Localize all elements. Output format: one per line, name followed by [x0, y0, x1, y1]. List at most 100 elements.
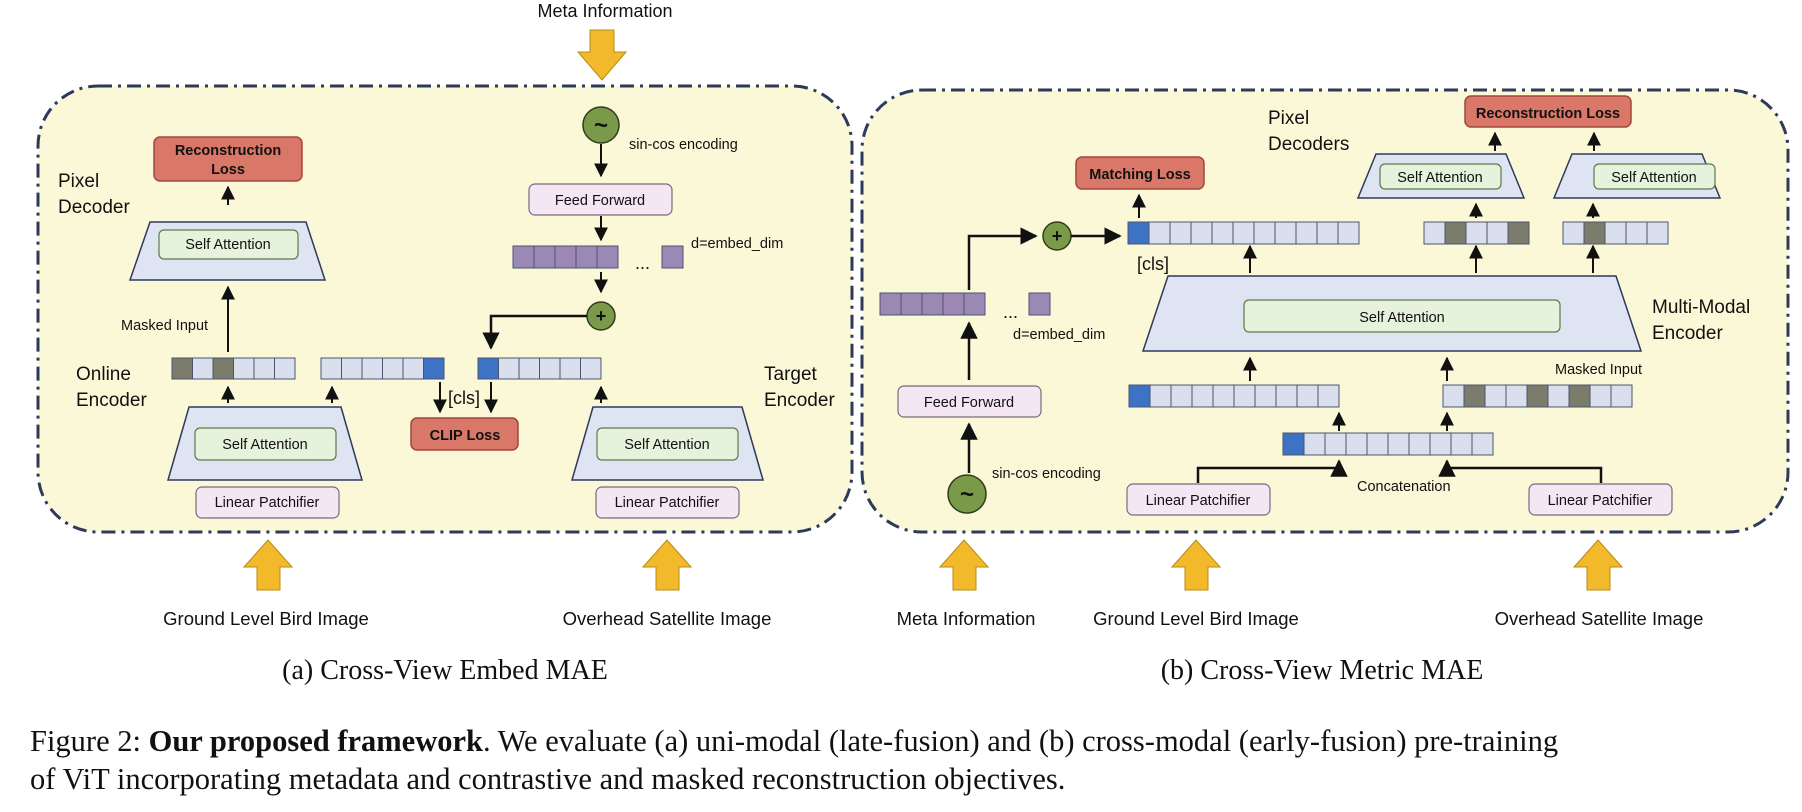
panel-b-masked-input-label: Masked Input [1555, 362, 1642, 378]
panel-b-overhead-masked-token [1463, 384, 1486, 408]
panel-a-online-output-token [382, 357, 404, 380]
panel-a-pixel-decoder-line2: Decoder [58, 197, 130, 218]
panel-b-concat-token [1303, 432, 1326, 456]
panel-b-decoder1-input-token [1423, 221, 1446, 245]
panel-b-ground-tokens-token [1317, 384, 1340, 408]
panel-b-overhead-masked-token [1547, 384, 1570, 408]
figure-caption-bold: Our proposed framework [148, 724, 483, 758]
panel-b-matching-token [1232, 221, 1255, 245]
panel-a-online-masked-token [212, 357, 234, 380]
panel-a-target-output-token [580, 357, 602, 380]
panel-a-d-embed-dim-label: d=embed_dim [691, 236, 783, 252]
figure-caption-rest: . We evaluate (a) uni-modal (late-fusion… [482, 724, 1559, 758]
panel-a-online-linear-patchifier-box [195, 486, 340, 519]
panel-b-matching-token [1295, 221, 1318, 245]
panel-a-ground-up-arrow-icon [242, 539, 294, 591]
panel-a-overhead-image-label: Overhead Satellite Image [563, 608, 772, 629]
panel-a-online-encoder-line1: Online [76, 364, 131, 385]
panel-a-online-masked-token [192, 357, 214, 380]
panel-b-matching-token [1316, 221, 1339, 245]
panel-a-online-masked-token [274, 357, 296, 380]
panel-b-concat-token [1429, 432, 1452, 456]
panel-b-overhead-image-label: Overhead Satellite Image [1495, 608, 1704, 629]
panel-a-target-output-token [559, 357, 581, 380]
panel-b-tilde-glyph: ~ [960, 481, 974, 508]
panel-b-matching-token [1127, 221, 1150, 245]
panel-b-concat-token [1324, 432, 1347, 456]
panel-a-embed-token [596, 245, 619, 269]
panel-b-embed-token [963, 292, 986, 316]
panel-a-reconstruction-loss-box [153, 136, 303, 182]
panel-b-matching-token [1211, 221, 1234, 245]
panel-b-ground-tokens-token [1128, 384, 1151, 408]
panel-b-decoder2-input-token [1583, 221, 1606, 245]
panel-b-feed-forward-box [897, 385, 1042, 418]
panel-a-tilde-glyph: ~ [594, 112, 608, 139]
panel-b-decoder1-self-attention-box [1379, 163, 1502, 190]
panel-b-ground-tokens-token [1233, 384, 1256, 408]
panel-b-linear-patchifier-right-box [1528, 483, 1673, 516]
panel-b-decoder1-self-attention-label: Self Attention [1397, 170, 1482, 186]
panel-b-encoder-self-attention-label: Self Attention [1359, 310, 1444, 326]
panel-a-target-output-token [518, 357, 540, 380]
panel-b-ground-tokens-token [1254, 384, 1277, 408]
panel-b-matching-token [1148, 221, 1171, 245]
panel-a-target-linear-patchifier-label: Linear Patchifier [615, 495, 720, 511]
panel-b-ground-tokens-token [1275, 384, 1298, 408]
figure-caption: Figure 2: Our proposed framework. We eva… [30, 722, 1790, 798]
panel-b-decoder2-input-token [1625, 221, 1648, 245]
panel-a-online-output-token [320, 357, 342, 380]
panel-a-embed-token [512, 245, 535, 269]
figure-caption-line2: of ViT incorporating metadata and contra… [30, 762, 1066, 796]
panel-a-target-output-token [539, 357, 561, 380]
panel-b-multi-modal-line1: Multi-Modal [1652, 297, 1750, 318]
panel-b-multi-modal-line2: Encoder [1652, 323, 1723, 344]
panel-a-token-rows [171, 245, 684, 380]
panel-a-ground-image-label: Ground Level Bird Image [163, 608, 369, 629]
panel-b-embed-token [942, 292, 965, 316]
panel-b-decoder2-self-attention-label: Self Attention [1611, 170, 1696, 186]
panel-a-online-output-token [361, 357, 383, 380]
panel-b-encoder-self-attention-box [1243, 299, 1561, 333]
panel-a-overhead-up-arrow-icon [641, 539, 693, 591]
panel-a-reconstruction-loss-line1: Reconstruction [175, 143, 281, 159]
panel-b-overhead-up-arrow-icon [1572, 539, 1624, 591]
panel-b-matching-token [1253, 221, 1276, 245]
panel-b-concat-token [1345, 432, 1368, 456]
panel-b-matching-token [1169, 221, 1192, 245]
panel-b-concat-token [1387, 432, 1410, 456]
panel-a-embed-dots: ... [635, 253, 650, 273]
panel-b-reconstruction-loss-box [1464, 95, 1632, 128]
panel-b-ground-image-label: Ground Level Bird Image [1093, 608, 1299, 629]
panel-a-plus-glyph: + [596, 306, 607, 326]
panel-b-ground-tokens-token [1296, 384, 1319, 408]
panel-a-reconstruction-loss-line2: Loss [211, 162, 245, 178]
panel-b-overhead-masked-token [1568, 384, 1591, 408]
panel-b-matching-token [1337, 221, 1360, 245]
panel-b-matching-token [1274, 221, 1297, 245]
figure-caption-line1: Figure 2: Our proposed framework. We eva… [30, 722, 1790, 760]
panel-a-target-self-attention-label: Self Attention [624, 437, 709, 453]
panel-b-overhead-masked-token [1610, 384, 1633, 408]
panel-a-cls-label: [cls] [448, 388, 480, 408]
panel-b-feed-forward-label: Feed Forward [924, 395, 1014, 411]
panel-b-d-embed-dim-label: d=embed_dim [1013, 327, 1105, 343]
panel-b-decoder2-input-token [1562, 221, 1585, 245]
panel-b-overhead-masked-token [1505, 384, 1528, 408]
panel-a-online-masked-token [171, 357, 193, 380]
panel-b-decoder1-input-token [1486, 221, 1509, 245]
panel-b-decoder2-input-token [1604, 221, 1627, 245]
panel-a-target-self-attention-box [596, 427, 739, 461]
panel-a-online-linear-patchifier-label: Linear Patchifier [215, 495, 320, 511]
panel-a-sin-cos-label: sin-cos encoding [629, 137, 738, 153]
panel-a-target-encoder-line2: Encoder [764, 390, 835, 411]
panel-b-concat-token [1450, 432, 1473, 456]
panel-a-online-masked-token [253, 357, 275, 380]
panel-a-online-encoder-line2: Encoder [76, 390, 147, 411]
panel-b-embed-token [900, 292, 923, 316]
panel-a-embed-token [554, 245, 577, 269]
panel-b-sin-cos-label: sin-cos encoding [992, 466, 1101, 482]
panel-a-online-self-attention-box [194, 427, 337, 461]
panel-b-linear-patchifier-left-box [1126, 483, 1271, 516]
